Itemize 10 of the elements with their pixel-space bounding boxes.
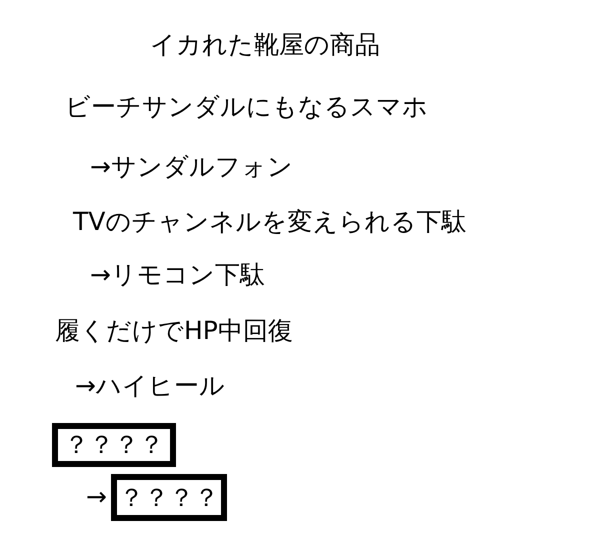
text-line: →サンダルフォン xyxy=(90,152,293,182)
text-line: → xyxy=(86,482,107,512)
answer-box: ？？？？ xyxy=(111,474,227,521)
title: イカれた靴屋の商品 xyxy=(150,30,380,60)
answer-box: ？？？？ xyxy=(52,423,176,467)
text-line: ビーチサンダルにもなるスマホ xyxy=(65,92,428,122)
text-line: →ハイヒール xyxy=(75,371,225,401)
text-line: →リモコン下駄 xyxy=(90,260,265,290)
text-line: TVのチャンネルを変えられる下駄 xyxy=(73,207,466,237)
text-line: 履くだけでHP中回復 xyxy=(55,316,293,346)
